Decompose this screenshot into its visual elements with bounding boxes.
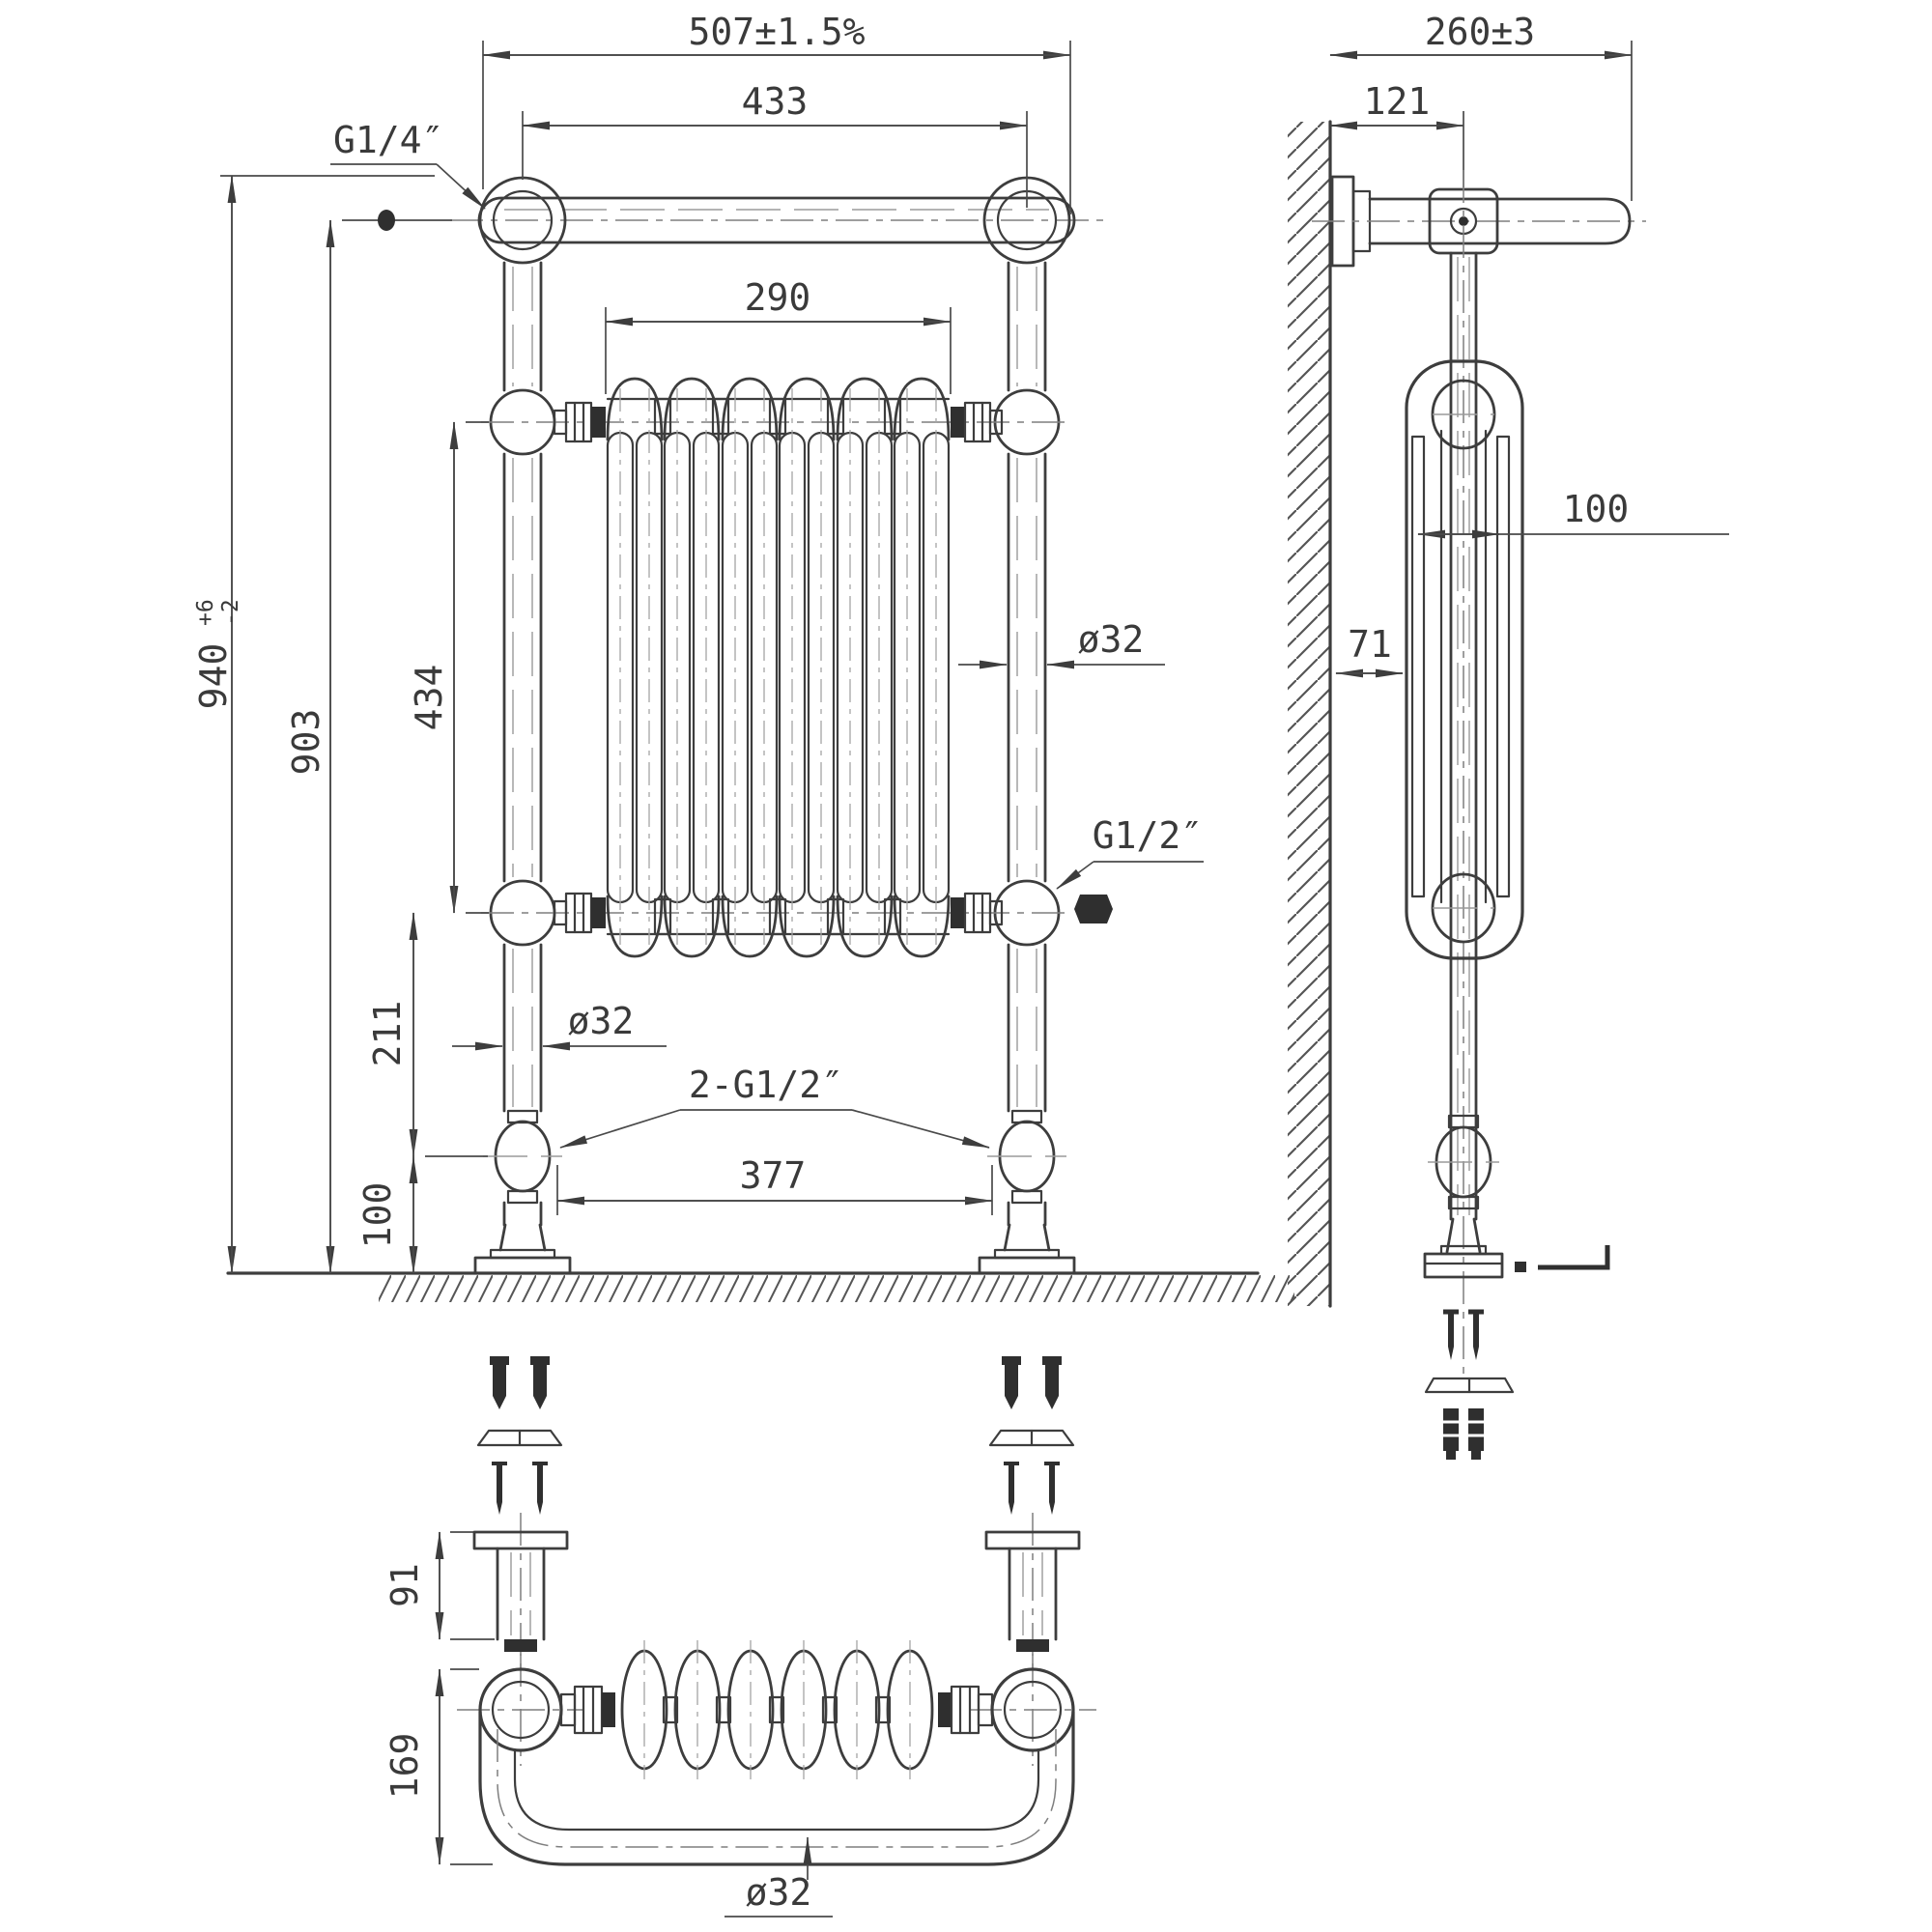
top-connection-label: G1/4″ (333, 119, 443, 161)
dim-bar-projection: 121 (1329, 80, 1464, 187)
side-view: 260±3 121 (1288, 11, 1729, 1460)
bottom-connection-label: 2-G1/2″ (689, 1064, 843, 1106)
floor-hatch (379, 1275, 1294, 1302)
front-view: 507±1.5% 433 290 G1/4″ 940 (192, 11, 1294, 1302)
wall-hatch (1288, 122, 1330, 1306)
right-washer (988, 1429, 1075, 1447)
dim-foot-centres-label: 377 (740, 1154, 807, 1197)
left-washer (476, 1429, 563, 1447)
dim-overall-height-label: 940 (192, 643, 235, 710)
radiator-sections-plan (620, 1649, 934, 1771)
label-bottom-connection: 2-G1/2″ (559, 1064, 990, 1149)
return-pipe (478, 1710, 1075, 1866)
dim-bottom-pipe-dia-label: ø32 (746, 1871, 812, 1914)
left-fixing-kit (476, 1356, 563, 1515)
label-top-connection: G1/4″ (330, 119, 486, 210)
dim-radiator-height: 434 (408, 421, 489, 914)
dim-bottom-depth: 169 (384, 1668, 493, 1865)
dim-overall-width: 507±1.5% (482, 11, 1071, 214)
dim-pipe-dia-left-label: ø32 (568, 1000, 635, 1042)
bottom-plan-body (457, 1640, 1096, 1866)
dim-bracket-height: 91 (384, 1531, 495, 1640)
side-fixing-kit (1424, 1309, 1515, 1460)
dim-lower-section: 211 (366, 912, 488, 1157)
dim-bottom-depth-label: 169 (384, 1733, 426, 1800)
dim-radiator-width: 290 (605, 276, 952, 394)
right-post (978, 261, 1076, 1275)
dim-radiator-depth: 100 (1417, 488, 1729, 539)
drain-plug (1074, 895, 1113, 923)
bottom-view: 91 169 (384, 1356, 1096, 1918)
side-connection-label: G1/2″ (1093, 814, 1203, 857)
plug-dot (378, 210, 395, 231)
dim-overall-height-tol-minus: -2 (218, 599, 243, 626)
right-foot-bracket (984, 1513, 1081, 1671)
right-fixing-kit (988, 1356, 1075, 1515)
dim-base-height: 100 (356, 1155, 418, 1274)
dim-bracket-height-label: 91 (384, 1563, 426, 1607)
dim-rail-centres: 433 (522, 80, 1028, 208)
dim-rail-centres-label: 433 (742, 80, 809, 123)
dim-rail-height: 903 (285, 210, 452, 1274)
dim-bar-projection-label: 121 (1364, 80, 1431, 123)
radiator-columns (481, 377, 1068, 958)
dim-overall-depth-label: 260±3 (1425, 11, 1535, 53)
dim-radiator-depth-label: 100 (1563, 488, 1630, 530)
towel-bar (450, 176, 1103, 265)
dim-bottom-pipe-dia: ø32 (724, 1836, 833, 1918)
dim-wall-clearance: 71 (1335, 623, 1404, 678)
dim-rail-height-label: 903 (285, 709, 327, 776)
floor-line (226, 1271, 1294, 1302)
dim-pipe-dia-left: ø32 (452, 1000, 667, 1051)
right-foot (1003, 1223, 1051, 1252)
label-side-connection: G1/2″ (1056, 814, 1204, 923)
dim-pipe-dia-right: ø32 (958, 618, 1165, 669)
dim-wall-clearance-label: 71 (1348, 623, 1392, 666)
dim-foot-centres: 377 (556, 1154, 993, 1215)
dim-overall-height-tol-plus: +6 (193, 599, 218, 626)
dim-radiator-height-label: 434 (408, 665, 450, 731)
dim-radiator-width-label: 290 (745, 276, 811, 319)
dim-lower-section-label: 211 (366, 1001, 409, 1067)
side-lower-post (1423, 1114, 1504, 1279)
side-washer (1424, 1377, 1515, 1394)
radiator-side-profile (1405, 359, 1524, 960)
datum-mark (1515, 1245, 1610, 1272)
dim-base-height-label: 100 (356, 1182, 399, 1249)
side-post (1449, 170, 1478, 1381)
dim-overall-depth: 260±3 (1329, 11, 1633, 201)
dim-pipe-dia-right-label: ø32 (1078, 618, 1145, 661)
dim-overall-height: 940 +6 -2 (192, 175, 435, 1274)
bar-side (1312, 187, 1646, 255)
left-foot (498, 1223, 547, 1252)
dim-overall-width-label: 507±1.5% (688, 11, 865, 53)
union-fittings (553, 401, 1004, 934)
left-post (473, 261, 572, 1275)
left-foot-bracket (472, 1513, 569, 1671)
